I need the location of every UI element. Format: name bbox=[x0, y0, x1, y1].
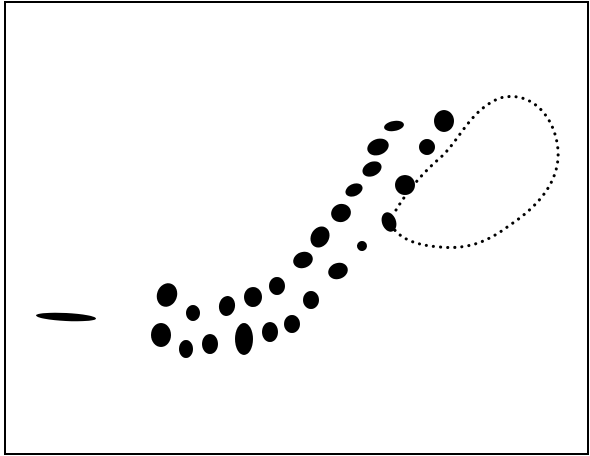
footprint-dot bbox=[419, 139, 435, 155]
footprint-dot bbox=[291, 249, 315, 271]
footprint-dot bbox=[355, 239, 369, 253]
footprint-dot bbox=[395, 175, 415, 195]
footprint-dot bbox=[262, 322, 278, 342]
footprint-dot bbox=[360, 158, 384, 179]
dotted-loop bbox=[390, 97, 558, 248]
footprint-dot bbox=[179, 340, 193, 358]
footprint-dot bbox=[343, 181, 364, 199]
footprint-dot bbox=[284, 315, 300, 333]
footprint-dot bbox=[326, 260, 350, 282]
dash-mark-group bbox=[36, 311, 96, 322]
footprint-dot bbox=[186, 305, 200, 321]
dash-mark bbox=[36, 311, 96, 322]
footprint-dot bbox=[365, 136, 391, 159]
footprint-dot bbox=[202, 334, 218, 354]
footprint-dot bbox=[235, 323, 253, 355]
footprint-dot bbox=[303, 291, 319, 309]
footprint-dot bbox=[383, 119, 404, 132]
footprint-dots-group bbox=[151, 110, 454, 358]
footprint-dot bbox=[434, 110, 454, 132]
footprint-dot bbox=[217, 295, 236, 317]
footprint-dot bbox=[244, 287, 262, 307]
border-frame bbox=[5, 2, 588, 454]
footprint-dot bbox=[269, 277, 285, 295]
footprint-dot bbox=[307, 223, 334, 251]
footprint-dot bbox=[329, 201, 354, 225]
footprint-dot bbox=[153, 280, 180, 309]
footprint-dot bbox=[151, 323, 171, 347]
